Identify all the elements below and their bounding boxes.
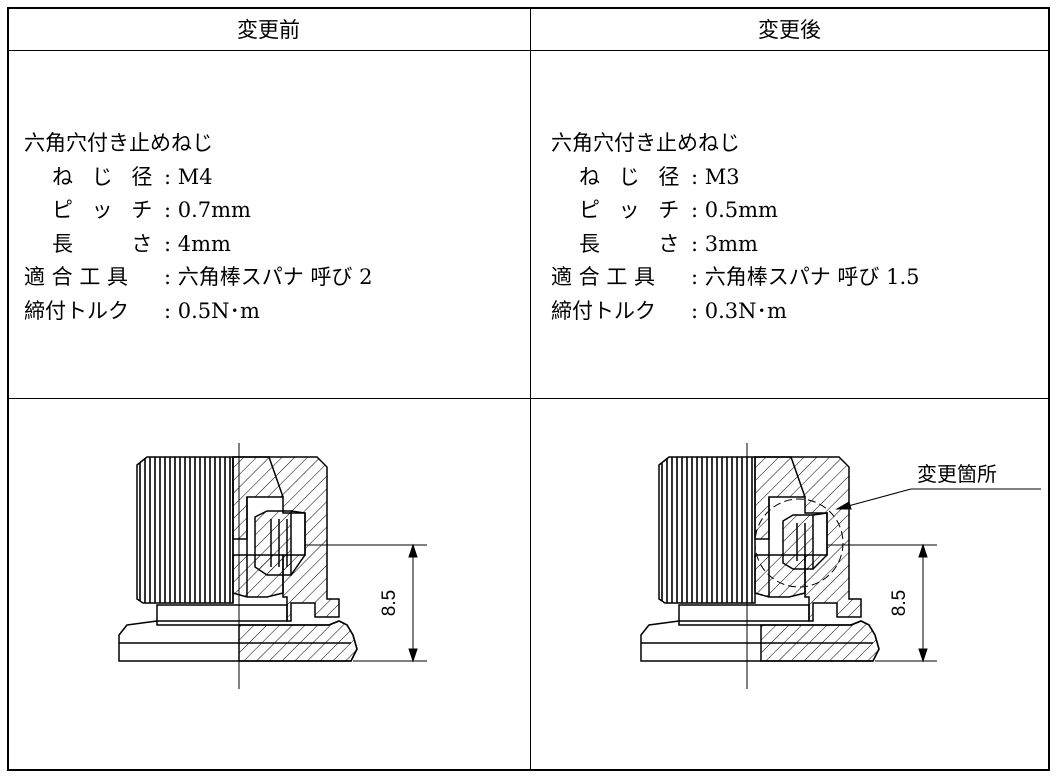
spec-label: 適 合 工 具 bbox=[551, 265, 656, 289]
header-before: 変更前 bbox=[237, 17, 300, 42]
drawing-before: 8.5 bbox=[118, 443, 427, 689]
knob-knurled-side bbox=[136, 456, 234, 604]
spec-label: ピ ッ チ bbox=[52, 198, 159, 222]
spec-title: 六角穴付き止めねじ bbox=[24, 127, 524, 161]
table-border-top bbox=[7, 7, 1050, 9]
spec-value: : M3 bbox=[691, 164, 740, 189]
table-divider-middle bbox=[7, 398, 1050, 399]
spec-value: : 六角棒スパナ 呼び 1.5 bbox=[691, 265, 920, 289]
spec-label: ピ ッ チ bbox=[579, 198, 686, 222]
header-after: 変更後 bbox=[758, 17, 821, 42]
dimension-line bbox=[305, 543, 427, 663]
dimension-line bbox=[827, 543, 937, 663]
spec-label: 長 さ bbox=[579, 231, 686, 256]
drawing-after: 8.5 変更箇所 bbox=[640, 443, 1041, 689]
dimension-label: 8.5 bbox=[889, 590, 910, 616]
spec-row: ピ ッ チ: 0.7mm bbox=[24, 194, 524, 228]
spec-label: 適 合 工 具 bbox=[24, 265, 129, 289]
change-highlight-circle bbox=[754, 498, 844, 588]
callout-label: 変更箇所 bbox=[917, 463, 997, 486]
set-screw bbox=[782, 512, 828, 570]
spec-value: : 0.3N･m bbox=[691, 298, 787, 323]
set-screw bbox=[254, 510, 306, 576]
spec-value: : 4mm bbox=[164, 231, 231, 256]
spec-row: 長 さ: 3mm bbox=[551, 228, 1041, 262]
spec-row: ね じ 径: M3 bbox=[551, 161, 1041, 195]
spec-row: 締付トルク : 0.3N･m bbox=[551, 295, 1041, 329]
table-border-bottom bbox=[7, 769, 1050, 771]
spec-value: : 0.7mm bbox=[164, 198, 251, 222]
table-border-left bbox=[7, 7, 9, 771]
table-divider-header bbox=[7, 50, 1050, 51]
base-flange bbox=[118, 604, 358, 662]
dimension-label: 8.5 bbox=[379, 590, 400, 616]
spec-row: 長 さ: 4mm bbox=[24, 228, 524, 262]
spec-title-text: 六角穴付き止めねじ bbox=[551, 131, 740, 155]
table-divider-vertical bbox=[530, 7, 531, 771]
base-flange bbox=[640, 604, 880, 662]
spec-value: : 3mm bbox=[691, 231, 758, 256]
spec-title-text: 六角穴付き止めねじ bbox=[24, 131, 213, 155]
spec-row: 締付トルク : 0.5N･m bbox=[24, 295, 524, 329]
knob-knurled-side bbox=[658, 456, 756, 604]
spec-row: 適 合 工 具 : 六角棒スパナ 呼び 2 bbox=[24, 261, 524, 295]
table-border-right bbox=[1048, 7, 1050, 771]
callout-leader bbox=[835, 488, 1041, 510]
spec-value: : M4 bbox=[164, 164, 213, 189]
spec-row: ピ ッ チ: 0.5mm bbox=[551, 194, 1041, 228]
spec-value: : 0.5mm bbox=[691, 198, 778, 222]
spec-value: : 0.5N･m bbox=[164, 298, 260, 323]
spec-value: : 六角棒スパナ 呼び 2 bbox=[164, 265, 373, 289]
spec-title: 六角穴付き止めねじ bbox=[551, 127, 1041, 161]
spec-label: 長 さ bbox=[52, 231, 159, 256]
spec-label: 締付トルク bbox=[24, 298, 129, 323]
spec-row: 適 合 工 具 : 六角棒スパナ 呼び 1.5 bbox=[551, 261, 1041, 295]
spec-row: ね じ 径: M4 bbox=[24, 161, 524, 195]
spec-label: ね じ 径 bbox=[52, 164, 159, 189]
spec-label: 締付トルク bbox=[551, 298, 656, 323]
spec-label: ね じ 径 bbox=[579, 164, 686, 189]
